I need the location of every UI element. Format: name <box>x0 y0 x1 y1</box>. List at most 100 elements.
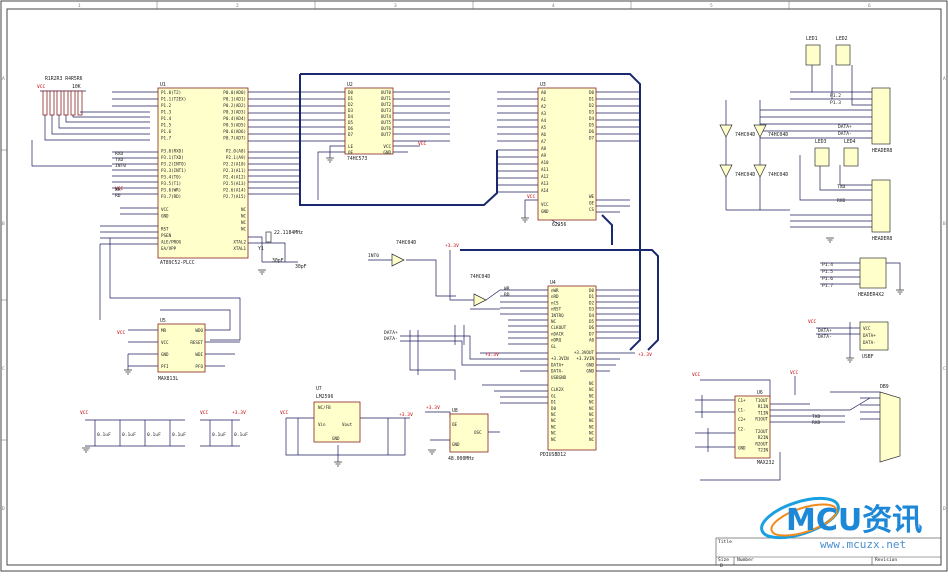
u2-ref: U2 <box>347 82 353 88</box>
regulator-part: LM2596 <box>316 394 333 400</box>
net-label: TXD <box>115 157 124 163</box>
ic-pin-label: A4 <box>541 118 547 123</box>
ic-pin-label: D5 <box>589 319 595 324</box>
ic-pin-label: D7 <box>589 136 595 141</box>
v33-label: +3.3V <box>485 352 499 358</box>
net-label: DATA+ <box>838 124 852 130</box>
ic-pin-label: P0.1(AD1) <box>223 97 246 102</box>
col-marker: 1 <box>78 3 81 9</box>
osc-part: 48.000MHz <box>448 456 474 462</box>
ic-pin-label: RST <box>161 227 169 232</box>
cap-value: 0.1uF <box>97 432 111 438</box>
size-value: B <box>720 563 723 569</box>
inverter-label: 74HC04D <box>735 172 755 178</box>
row-marker: D <box>943 506 946 512</box>
inverter-label: 74HC04D <box>768 172 788 178</box>
v33-label: +3.3V <box>426 405 440 411</box>
ic-pin-label: P3.4(T0) <box>161 175 181 180</box>
ic-pin-label: C2- <box>738 427 746 432</box>
vcc-label: VCC <box>527 194 536 200</box>
ic-pin-label: D0 <box>589 90 595 95</box>
ic-pin-label: A8 <box>541 146 547 151</box>
ic-pin-label: OE <box>348 150 354 155</box>
ic-pin-label: D6 <box>589 129 595 134</box>
ic-pin-label: NC <box>589 387 595 392</box>
ic-pin-label: WDO <box>195 328 203 333</box>
ic-pin-label: CLKOUT <box>551 325 567 330</box>
u3-left-pins: A0A1A2A3A4A5A6A7A8A9A10A11A12A13A14VCCGN… <box>541 90 549 214</box>
ic-pin-label: NC <box>551 418 557 423</box>
reg-pin: NC/FB <box>318 405 331 410</box>
ic-u3: U3 62256 A0A1A2A3A4A5A6A7A8A9A10A11A12A1… <box>537 82 597 228</box>
led-label: LED4 <box>844 139 856 145</box>
led-connector-wires <box>725 65 901 358</box>
ic-pin-label: P2.5(A13) <box>223 181 246 186</box>
ic-pin-label: DATA+ <box>551 362 564 367</box>
ic-pin-label: P3.7(RD) <box>161 194 181 199</box>
net-label: RXD <box>115 151 124 157</box>
u3-ref: U3 <box>540 82 546 88</box>
net-label: RXD <box>837 198 846 204</box>
ground-symbols <box>82 157 904 467</box>
ic-pin-label: OUT1 <box>381 96 392 101</box>
data-bus <box>299 73 659 351</box>
ic-pin-label: A2 <box>541 104 547 109</box>
ic-pin-label: NC <box>241 227 247 232</box>
ic-pin-label: A3 <box>541 111 547 116</box>
ic-pin-label: VCC <box>161 340 169 345</box>
size-label: Size <box>718 557 729 563</box>
ic-pin-label: nDRQ <box>551 338 562 343</box>
ic-pin-label: D2 <box>589 103 595 108</box>
ic-pin-label: R2IN <box>758 435 769 440</box>
net-label: P1.7 <box>822 283 833 289</box>
connector-j2: HEADER8 <box>871 179 892 242</box>
ic-pin-label: P3.1(TXD) <box>161 155 184 160</box>
ic-pin-label: P1.4 <box>161 116 172 121</box>
ic-pin-label: XTAL1 <box>233 246 246 251</box>
vcc-label: VCC <box>80 410 89 416</box>
reg-pin: Vin <box>318 422 326 427</box>
ic-pin-label: D0 <box>348 90 354 95</box>
ic-pin-label: GL <box>551 344 557 349</box>
vcc-label: VCC <box>692 372 701 378</box>
osc-pin: GND <box>452 442 460 447</box>
ic-pin-label: PFO <box>195 364 203 369</box>
ic-pin-label: CLK2X <box>551 387 564 392</box>
ic-pin-label: P0.7(AD7) <box>223 136 246 141</box>
ic-pin-label: +3.3VOUT <box>574 350 595 355</box>
ic-pin-label: A0 <box>541 90 547 95</box>
inverter-label: 74HC04D <box>470 274 490 280</box>
ic-pin-label: P3.6(WR) <box>161 188 181 193</box>
ic-pin-label: +3.3VIN <box>576 356 594 361</box>
ic-pin-label: OUT0 <box>381 90 392 95</box>
ic-pin-label: D0 <box>551 406 557 411</box>
ic-pin-label: A10 <box>541 160 549 165</box>
row-ruler: A B C D A B C D <box>1 76 946 512</box>
osc-ref: U8 <box>452 408 458 414</box>
u2-part: 74HC573 <box>347 156 367 162</box>
ic-pin-label: R1OUT <box>755 417 768 422</box>
inverter-label: 74HC04D <box>396 240 416 246</box>
ic-pin-label: T1IN <box>758 410 769 415</box>
ic-pin-label: NC <box>589 406 595 411</box>
net-label: INT0 <box>115 163 126 169</box>
ic-pin-label: D4 <box>589 313 595 318</box>
ic-pin-label: WE <box>589 194 595 199</box>
net-labels: RXD TXD INT0 WR RD INT0 WR RD DATA+ DATA… <box>115 93 852 426</box>
u4-right-pins: D0D1D2D3D4D5D6D7A0+3.3VOUT+3.3VINGNDGNDN… <box>574 288 595 442</box>
ic-pin-label: P0.5(AD5) <box>223 123 246 128</box>
inverters: 74HC04D 74HC04D 74HC04D 74HC04D 74HC04D … <box>391 124 788 307</box>
connector-j5: DB9 <box>879 384 901 463</box>
ic-pin-label: P1.3 <box>161 110 172 115</box>
net-label: RD <box>115 193 121 199</box>
ic-pin-label: VCC <box>383 144 391 149</box>
ic-pin-label: P2.7(A15) <box>223 194 246 199</box>
ic-pin-label: A11 <box>541 167 549 172</box>
row-marker: A <box>943 76 946 82</box>
ic-pin-label: NC <box>551 437 557 442</box>
ic-pin-label: LE <box>348 144 354 149</box>
ic-pin-label: P1.1(T2EX) <box>161 97 186 102</box>
ic-pin-label: OUT3 <box>381 108 392 113</box>
